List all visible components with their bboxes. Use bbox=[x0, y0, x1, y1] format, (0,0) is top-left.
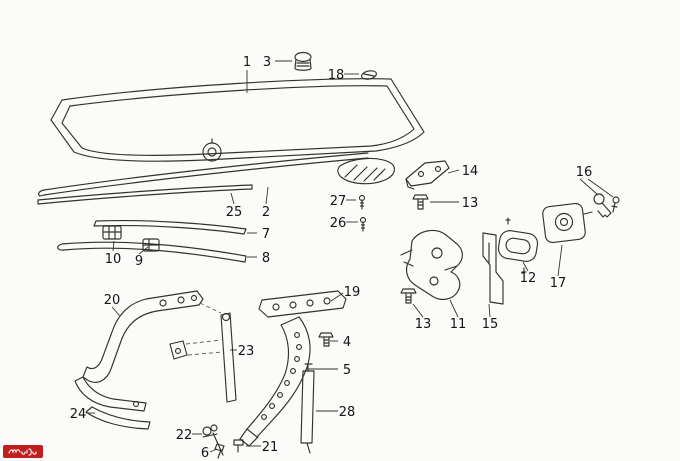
leader-lines bbox=[86, 60, 614, 453]
strut-part-28 bbox=[300, 363, 315, 454]
watermark-logo bbox=[3, 445, 43, 458]
striker-part-15 bbox=[482, 232, 504, 305]
callout-24: 24 bbox=[70, 407, 87, 422]
callout-28: 28 bbox=[339, 405, 356, 420]
callout-23: 23 bbox=[238, 344, 255, 359]
callout-15: 15 bbox=[482, 317, 499, 332]
trim-strip-upper bbox=[37, 184, 253, 205]
callout-3: 3 bbox=[263, 55, 271, 70]
callout-16: 16 bbox=[576, 165, 593, 180]
callout-26: 26 bbox=[330, 216, 347, 231]
callout-18: 18 bbox=[328, 68, 345, 83]
bolt-part-13-upper bbox=[412, 194, 429, 210]
callout-6: 6 bbox=[201, 446, 209, 461]
bolt-part-4 bbox=[318, 332, 334, 347]
hinge-bracket-part-14 bbox=[405, 160, 450, 190]
clip-part-9 bbox=[142, 238, 160, 252]
callout-8: 8 bbox=[262, 251, 270, 266]
callout-7: 7 bbox=[262, 227, 270, 242]
lock-housing-part-17 bbox=[542, 202, 593, 244]
callout-14: 14 bbox=[462, 164, 479, 179]
assembly-dashes bbox=[185, 302, 223, 356]
boot-lid-seal bbox=[38, 152, 395, 197]
clip-part-21 bbox=[233, 439, 244, 453]
screw-part-16b bbox=[611, 196, 620, 213]
trunk-lid-panel bbox=[50, 78, 425, 162]
channel-part-24 bbox=[85, 406, 151, 430]
callout-2: 2 bbox=[262, 205, 270, 220]
callout-11: 11 bbox=[450, 317, 467, 332]
callout-1: 1 bbox=[243, 55, 251, 70]
callout-12: 12 bbox=[520, 271, 537, 286]
left-hinge-part-20 bbox=[74, 290, 204, 412]
callout-13-lower: 13 bbox=[415, 317, 432, 332]
gasket-strip bbox=[57, 241, 247, 263]
callout-27: 27 bbox=[330, 194, 347, 209]
callout-21: 21 bbox=[262, 440, 279, 455]
clip-part-10 bbox=[102, 225, 122, 240]
watermark-script-mark bbox=[8, 448, 37, 456]
callout-19: 19 bbox=[344, 285, 361, 300]
bolt-part-6 bbox=[214, 443, 225, 459]
gasket-plate-part-12 bbox=[497, 230, 539, 262]
callout-22: 22 bbox=[176, 428, 193, 443]
key-part-16 bbox=[593, 193, 612, 218]
lid-lock-emblem bbox=[202, 138, 222, 162]
callout-labels: 1 3 18 25 2 27 26 14 13 16 7 10 9 8 12 1… bbox=[70, 55, 593, 461]
callout-5: 5 bbox=[343, 363, 351, 378]
screw-part-27 bbox=[358, 194, 366, 210]
rod-bracket bbox=[169, 340, 188, 360]
grommet-part-3 bbox=[294, 51, 312, 71]
callout-10: 10 bbox=[105, 252, 122, 267]
callout-25: 25 bbox=[226, 205, 243, 220]
clip-part-18 bbox=[361, 70, 377, 80]
right-hinge-part-5 bbox=[239, 290, 347, 447]
callout-20: 20 bbox=[104, 293, 121, 308]
clamp-part-22 bbox=[202, 424, 218, 438]
screw-part-26 bbox=[359, 216, 367, 232]
tension-rod-part-23 bbox=[220, 312, 237, 403]
callout-13-upper: 13 bbox=[462, 196, 479, 211]
lock-part-11 bbox=[400, 229, 463, 301]
callout-4: 4 bbox=[343, 335, 351, 350]
bolt-part-13-lower bbox=[400, 288, 417, 304]
callout-17: 17 bbox=[550, 276, 567, 291]
plate-screws bbox=[505, 217, 527, 275]
callout-9: 9 bbox=[135, 254, 143, 269]
